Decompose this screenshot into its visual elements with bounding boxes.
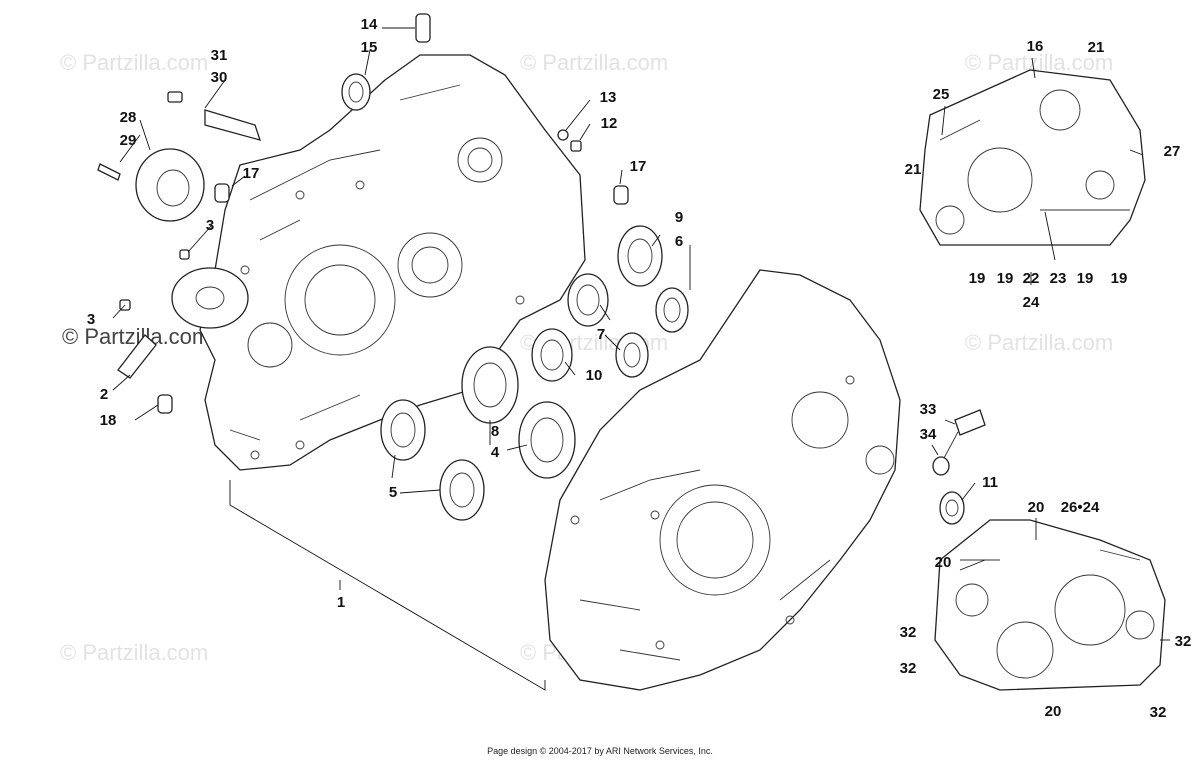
- detail-view-lower-right: [934, 519, 1166, 691]
- callout-13: 13: [600, 89, 617, 106]
- bearing-5b: [439, 459, 485, 521]
- dowel-17-right: [613, 185, 629, 205]
- footer-credit: Page design © 2004-2017 by ARI Network S…: [487, 746, 713, 756]
- dipstick-33: [943, 409, 986, 459]
- callout-21: 21: [905, 161, 922, 178]
- callout-12: 12: [601, 115, 618, 132]
- callout-20: 20: [1028, 499, 1045, 516]
- callout-14: 14: [361, 16, 378, 33]
- bearing-5a: [380, 399, 426, 461]
- watermark-text: © Partzilla.com: [965, 330, 1113, 355]
- detail-view-upper-right: [919, 69, 1146, 246]
- callout-21: 21: [1088, 39, 1105, 56]
- callout-19: 19: [997, 270, 1014, 287]
- callout-4: 4: [491, 444, 500, 461]
- tube-30: [204, 109, 262, 141]
- callout-11: 11: [982, 474, 998, 491]
- callout-29: 29: [120, 132, 137, 149]
- callout-23: 23: [1050, 270, 1067, 287]
- callout-19: 19: [969, 270, 986, 287]
- bearing-10: [531, 328, 573, 382]
- callout-26-24: 26•24: [1061, 499, 1100, 516]
- watermark-text-dark: © Partzilla.com: [62, 324, 210, 349]
- bearing-8: [461, 346, 519, 424]
- bearing-9: [617, 225, 663, 287]
- watermark-text: © Partzilla.com: [520, 50, 668, 75]
- bearing-6: [655, 287, 689, 333]
- callout-19: 19: [1111, 270, 1128, 287]
- bearings: [341, 73, 965, 525]
- plug-12-13: [557, 129, 582, 152]
- callout-17: 17: [630, 158, 647, 175]
- callout-8: 8: [491, 423, 499, 440]
- callout-30: 30: [211, 69, 228, 86]
- callout-19: 19: [1077, 270, 1094, 287]
- callout-3: 3: [87, 311, 95, 328]
- seal-15: [341, 73, 371, 111]
- callout-10: 10: [586, 367, 603, 384]
- callout-16: 16: [1027, 38, 1044, 55]
- callout-20: 20: [935, 554, 952, 571]
- callout-28: 28: [120, 109, 137, 126]
- callout-22: 22: [1023, 270, 1040, 287]
- callout-17: 17: [243, 165, 260, 182]
- callout-27: 27: [1164, 143, 1181, 160]
- callouts: 1 2 3 3 4 5 6 7 8 9 10 11 12 13 14 15 16…: [87, 16, 1192, 721]
- callout-32: 32: [1175, 633, 1192, 650]
- pump-cover-28: [135, 148, 205, 222]
- callout-32: 32: [900, 660, 917, 677]
- callout-32: 32: [900, 624, 917, 641]
- callout-9: 9: [675, 209, 683, 226]
- bolt-31: [167, 91, 183, 103]
- callout-25: 25: [933, 86, 950, 103]
- right-crankcase-half: [544, 269, 901, 691]
- callout-24: 24: [1023, 294, 1040, 311]
- fitting-2: [117, 334, 157, 379]
- callout-7: 7: [597, 326, 605, 343]
- callout-18: 18: [100, 412, 117, 429]
- callout-20: 20: [1045, 703, 1062, 720]
- callout-5: 5: [389, 484, 397, 501]
- bearing-7b: [615, 332, 649, 378]
- bolt-29: [97, 163, 121, 181]
- bearing-7a: [567, 273, 609, 327]
- callout-3: 3: [206, 217, 214, 234]
- washer-34: [932, 456, 950, 476]
- callout-6: 6: [675, 233, 683, 250]
- bearing-4: [518, 401, 576, 479]
- callout-2: 2: [100, 386, 108, 403]
- leader-lines: [112, 27, 1170, 691]
- oil-pump-housing: [171, 267, 249, 329]
- callout-31: 31: [211, 47, 228, 64]
- callout-32: 32: [1150, 704, 1167, 721]
- callout-15: 15: [361, 39, 378, 56]
- callout-34: 34: [920, 426, 937, 443]
- callout-33: 33: [920, 401, 937, 418]
- callout-1: 1: [337, 594, 345, 611]
- dowel-18: [157, 394, 173, 414]
- dowel-14: [415, 13, 431, 43]
- bolt-3-upper: [179, 249, 190, 260]
- watermark-text: © Partzilla.com: [60, 640, 208, 665]
- seal-11: [939, 491, 965, 525]
- dowel-17-left: [214, 183, 230, 203]
- small-parts: [97, 13, 986, 459]
- watermark-text: © Partzilla.com: [60, 50, 208, 75]
